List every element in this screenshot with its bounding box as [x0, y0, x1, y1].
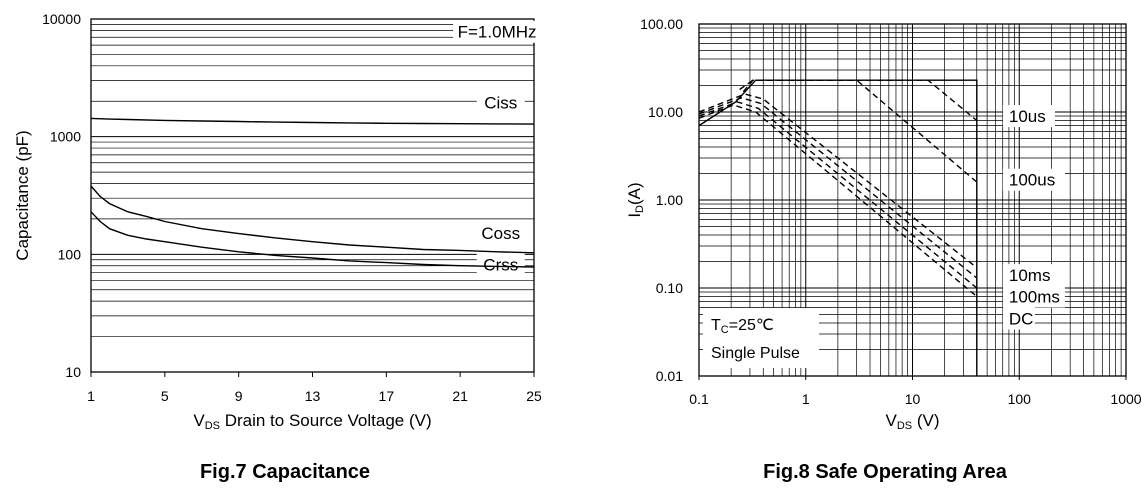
soa-chart: 0.1 1 10 100 1000 0.01 0.10 1.00 10.00 100.00 10us…: [625, 16, 1142, 432]
annotation-label: 10ms: [1009, 266, 1051, 285]
x-tick-label: 10: [905, 391, 921, 407]
x-axis-label-rest: (V): [912, 411, 939, 430]
y-axis-label-main: I: [625, 213, 644, 218]
series-line-1: [90, 185, 535, 254]
x-tick-label: 100: [1008, 391, 1032, 407]
x-axis-label-main: V: [885, 411, 897, 430]
soa-line-3: [698, 93, 978, 269]
y-tick-label: 1.00: [656, 192, 683, 208]
series-line-0: [90, 117, 535, 125]
x-tick-label: 13: [305, 388, 321, 404]
y-tick-label: 1000: [50, 129, 81, 145]
annotation-label: Coss: [481, 224, 520, 243]
annotation-mask: [476, 221, 525, 244]
x-tick-label: 1: [87, 388, 95, 404]
annotation-label: 100ms: [1009, 288, 1060, 307]
x-axis-label: VDS Drain to Source Voltage (V): [193, 411, 431, 432]
y-tick-label: 100.00: [640, 16, 683, 32]
info-box: [703, 308, 819, 368]
annotation-label: 100us: [1009, 171, 1055, 190]
annotation-mask: [1002, 264, 1055, 287]
x-tick-label: 17: [379, 388, 395, 404]
annotation-mask: [1002, 168, 1065, 191]
info-box-temperature-rest: =25℃: [729, 317, 774, 334]
y-tick-label: 10000: [42, 11, 81, 27]
info-box-temperature-main: T: [711, 317, 721, 334]
x-tick-label: 25: [526, 388, 542, 404]
x-tick-label: 1: [802, 391, 810, 407]
x-tick-label: 0.1: [689, 391, 709, 407]
soa-line-0: [698, 79, 978, 376]
annotation-label: Crss: [483, 255, 518, 274]
y-tick-label: 0.10: [656, 280, 683, 296]
x-tick-label: 1000: [1110, 391, 1141, 407]
annotation-mask: [1002, 105, 1055, 128]
info-box-temperature: TC=25℃: [711, 317, 774, 336]
info-box-temperature-sub: C: [721, 324, 729, 336]
x-axis-label-rest: Drain to Source Voltage (V): [220, 411, 432, 430]
y-tick-label: 100: [58, 246, 82, 262]
fig8-caption: Fig.8 Safe Operating Area: [763, 461, 1007, 483]
annotation-label: DC: [1009, 310, 1034, 329]
plot-frame: [90, 18, 535, 373]
info-box-pulse: Single Pulse: [711, 345, 800, 362]
charts-canvas: 1 5 9 13 17 21 25 10 100 1000 10000F=1.0MHzCissCos…: [13, 11, 1142, 432]
soa-line-4: [698, 97, 978, 279]
y-tick-label: 0.01: [656, 368, 683, 384]
x-axis-label-sub: DS: [897, 420, 912, 432]
soa-line-5: [698, 101, 978, 289]
y-tick-label: 10: [65, 364, 81, 380]
x-tick-label: 5: [161, 388, 169, 404]
x-axis-label-sub: DS: [205, 420, 220, 432]
x-axis-label-main: V: [193, 411, 205, 430]
series-line-2: [90, 211, 535, 268]
annotation-label: Ciss: [484, 94, 517, 113]
annotation-label: F=1.0MHz: [458, 23, 537, 42]
annotation-mask: [1002, 307, 1035, 330]
soa-line-2: [742, 79, 978, 183]
y-tick-label: 10.00: [648, 104, 683, 120]
annotation-mask: [476, 91, 525, 114]
fig7-caption: Fig.7 Capacitance: [199, 461, 371, 483]
y-axis-label: ID(A): [625, 182, 646, 217]
soa-line-6: [698, 104, 978, 298]
y-axis-label-rest: (A): [625, 182, 644, 205]
annotation-mask: [453, 20, 542, 43]
x-tick-label: 9: [235, 388, 243, 404]
x-tick-label: 21: [452, 388, 468, 404]
annotation-mask: [476, 253, 525, 276]
x-axis-label: VDS (V): [885, 411, 939, 432]
annotation-mask: [1002, 285, 1065, 308]
capacitance-chart: 1 5 9 13 17 21 25 10 100 1000 10000F=1.0MHzCissCos…: [13, 11, 542, 432]
y-axis-label-sub: D: [634, 205, 646, 213]
y-axis-label: Capacitance (pF): [13, 130, 32, 260]
annotation-label: 10us: [1009, 107, 1046, 126]
